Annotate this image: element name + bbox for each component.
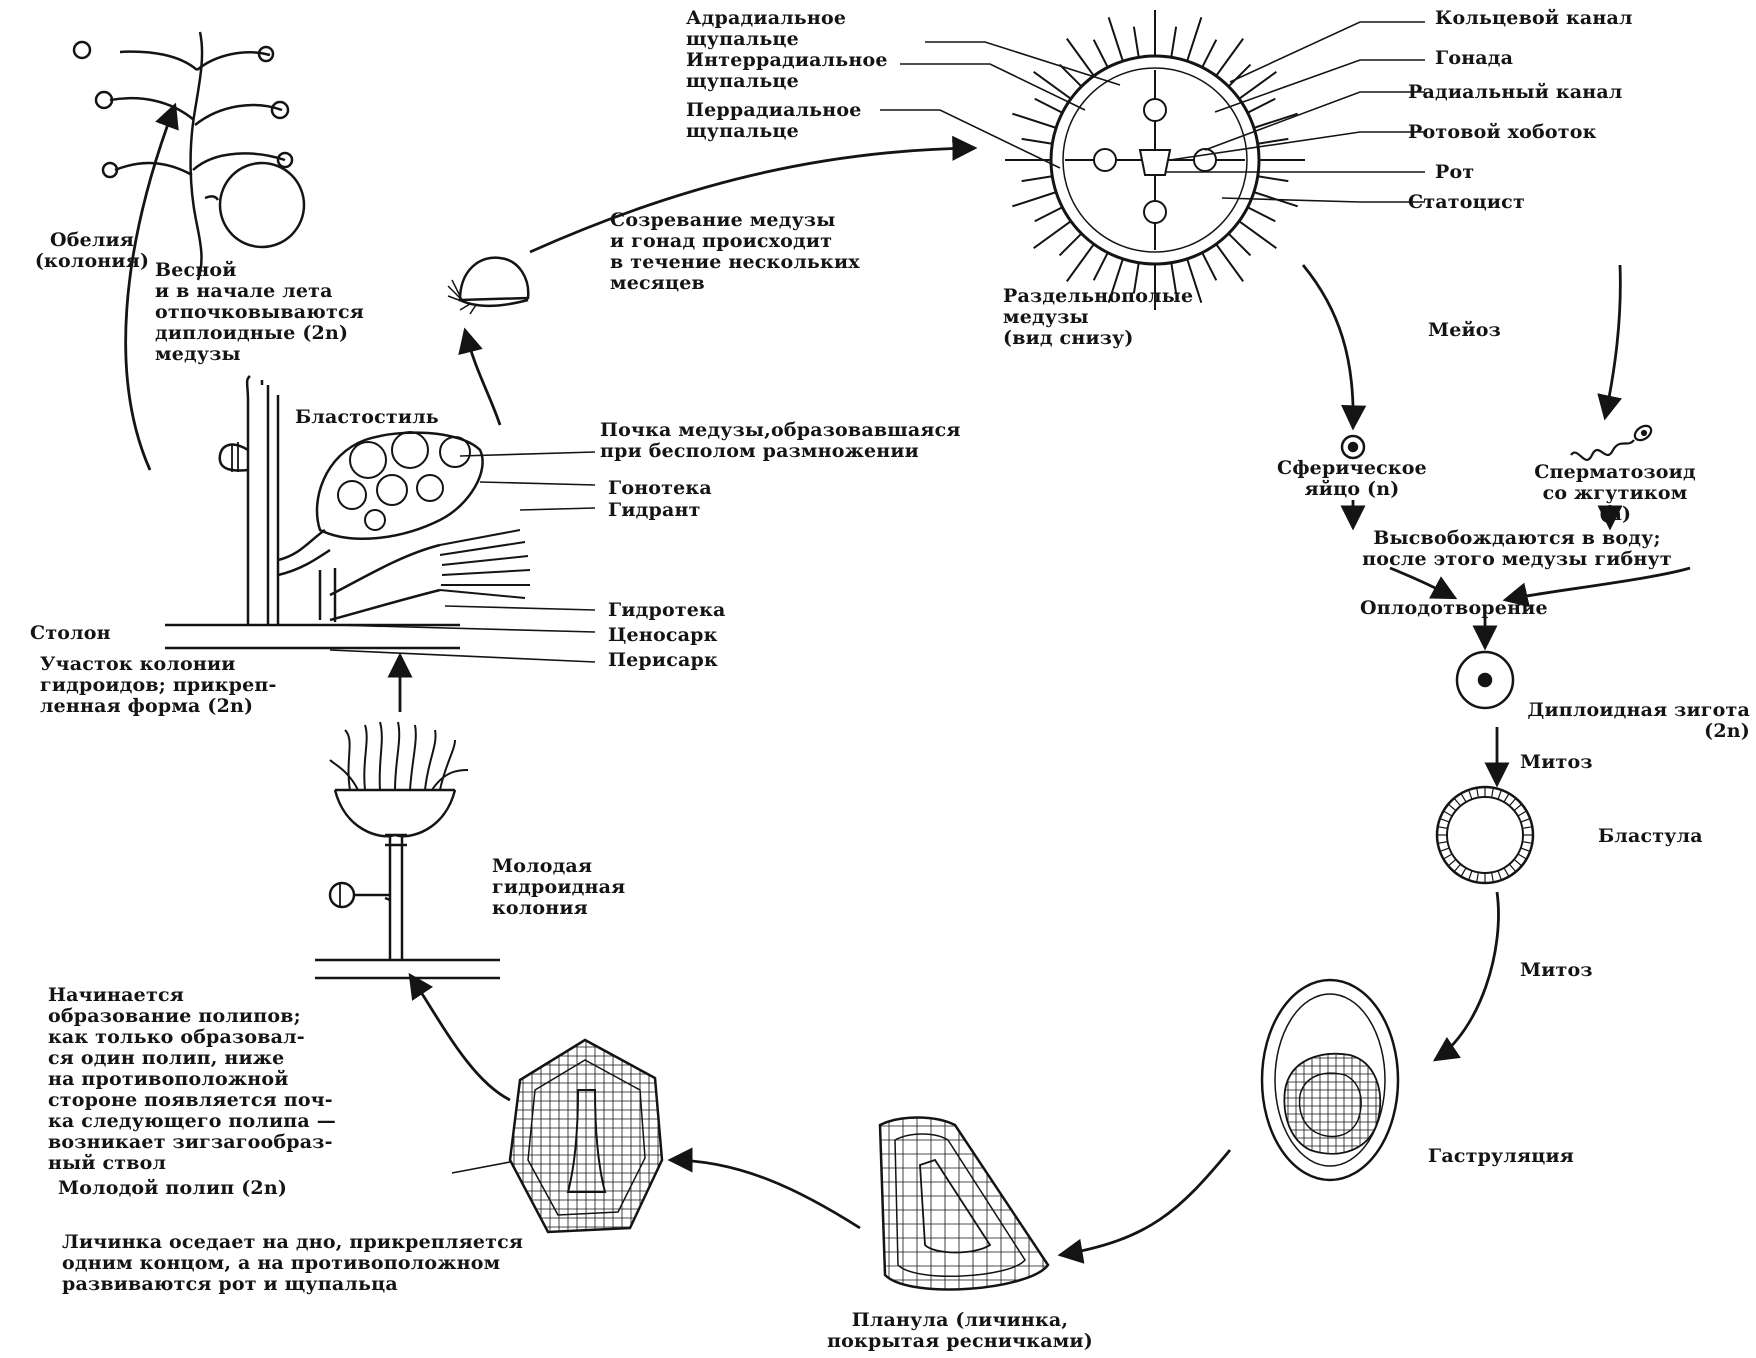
label-medusa-bud: Почка медузы,образовавшаяся при бесполом…: [600, 420, 961, 462]
label-fertilization: Оплодотворение: [1360, 598, 1548, 619]
label-mouth: Рот: [1435, 162, 1474, 183]
label-proboscis: Ротовой хоботок: [1408, 122, 1597, 143]
label-blastostyle: Бластостиль: [295, 407, 439, 428]
label-perisarc: Перисарк: [608, 650, 718, 671]
label-hydrotheca: Гидротека: [608, 600, 726, 621]
label-young-colony: Молодая гидроидная колония: [492, 856, 625, 919]
label-interradial-tentacle: Интеррадиальное щупальце: [686, 50, 888, 92]
label-blastula: Бластула: [1598, 826, 1703, 847]
arrow-released-left: [1390, 568, 1455, 598]
label-egg: Сферическое яйцо (n): [1232, 458, 1472, 500]
label-hydranth: Гидрант: [608, 500, 701, 521]
label-coenosarc: Ценосарк: [608, 625, 718, 646]
label-sperm: Сперматозоид со жгутиком (n): [1480, 462, 1750, 525]
arrow-gastrula-to-planula: [1060, 1150, 1230, 1255]
label-maturation: Созревание медузы и гонад происходит в т…: [610, 210, 860, 294]
label-statocyst: Статоцист: [1408, 192, 1525, 213]
label-mitosis-2: Митоз: [1520, 960, 1593, 981]
arrow-planula-to-polyp: [670, 1160, 860, 1228]
label-mitosis-1: Митоз: [1520, 752, 1593, 773]
label-colony-part: Участок колонии гидроидов; прикреп- ленн…: [40, 654, 277, 717]
arrow-meiosis-to-egg: [1303, 265, 1353, 428]
label-stolon: Столон: [30, 623, 111, 644]
label-polyp-formation: Начинается образование полипов; как толь…: [48, 985, 336, 1174]
label-young-polyp: Молодой полип (2n): [58, 1178, 287, 1199]
label-radial-canal: Радиальный канал: [1408, 82, 1622, 103]
label-zygote: Диплоидная зигота (2n): [1450, 700, 1750, 742]
young-hydroid-colony-drawing: [315, 722, 500, 978]
planula-drawing: [875, 1112, 1050, 1295]
egg-drawing: [1342, 436, 1364, 458]
label-gonotheca: Гонотека: [608, 478, 712, 499]
medusa-underside-drawing: [1005, 10, 1305, 310]
detached-medusa-drawing: [448, 258, 528, 314]
label-ring-canal: Кольцевой канал: [1435, 8, 1633, 29]
arrow-released-right: [1505, 568, 1690, 600]
blastula-drawing: [1437, 787, 1533, 883]
label-adradial-tentacle: Адрадиальное щупальце: [686, 8, 846, 50]
label-obelia-colony: Обелия (колония): [12, 230, 172, 272]
arrow-polyp-to-young-colony: [410, 975, 510, 1100]
sperm-drawing: [1571, 423, 1654, 460]
arrow-gonotheca-to-bud: [465, 330, 500, 425]
label-planula: Планула (личинка, покрытая ресничками): [800, 1310, 1120, 1352]
arrow-meiosis-to-sperm: [1605, 265, 1620, 418]
label-released: Высвобождаются в воду; после этого медуз…: [1278, 528, 1756, 570]
label-gonad: Гонада: [1435, 48, 1513, 69]
label-gastrulation: Гаструляция: [1428, 1146, 1574, 1167]
arrow-blastula-to-gastrula: [1435, 892, 1498, 1060]
label-larva-settles: Личинка оседает на дно, прикрепляется од…: [62, 1232, 523, 1295]
label-spring-budding: Весной и в начале лета отпочковываются д…: [155, 260, 364, 365]
gastrula-drawing: [1262, 980, 1398, 1180]
label-medusae: Раздельнополые медузы (вид снизу): [1003, 286, 1193, 349]
young-polyp-drawing: [505, 1038, 665, 1235]
label-meiosis: Мейоз: [1428, 320, 1501, 341]
label-perradial-tentacle: Перрадиальное щупальце: [686, 100, 862, 142]
